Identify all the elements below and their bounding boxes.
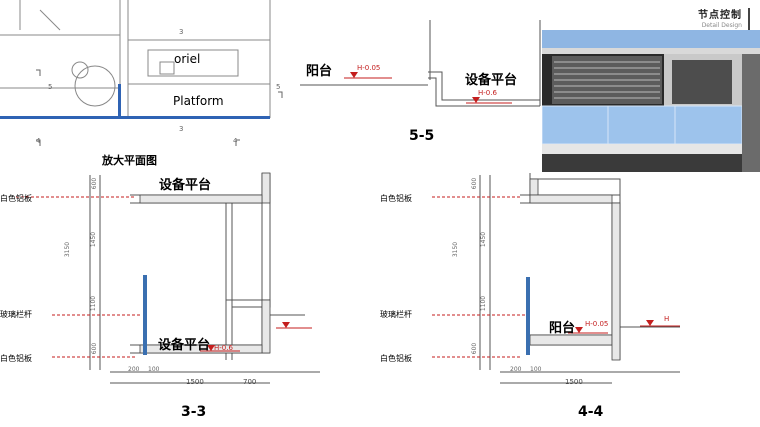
section-4-4-callout: 白色铝板 [380,194,412,203]
section-3-3-hdim-small: 200 [128,366,140,373]
section-4-4-balcony-label: 阳台 [549,321,576,336]
plan-num: 5 [48,83,53,91]
section-5-5-title: 5-5 [409,128,435,144]
section-5-5-drawing [300,20,541,107]
section-4-4-callout: 白色铝板 [380,354,412,363]
section-3-3-callout: 玻璃栏杆 [0,310,32,319]
section-3-3-vdim: 1100 [90,295,98,312]
section-3-3-hdim: 1500 [186,378,204,386]
plan-num: 3 [179,28,184,36]
section-3-3-platform-label: 设备平台 [158,338,211,353]
section-3-3-vdim: 600 [91,177,99,190]
section-3-3-vdim: 1450 [90,231,98,248]
section-4-4-hdim-small: 200 [510,366,522,373]
section-3-3-hdim-small: 100 [148,366,160,373]
section-3-3-hdim: 700 [243,378,257,386]
plan-label-platform: Platform [173,94,224,108]
section-5-5-platform-label: 设备平台 [465,73,518,88]
section-4-4-vdim: 3150 [452,241,460,258]
section-3-3-drawing [16,172,320,384]
plan-num: 3 [179,125,184,133]
section-3-3-vdim: 600 [91,342,99,355]
header-subtitle: Detail Design [701,22,742,29]
section-4-4-vdim: 600 [471,342,479,355]
section-3-3-callout: 白色铝板 [0,354,32,363]
header-bar [748,8,750,30]
section-3-3-callout: 白色铝板 [0,194,32,203]
plan-num: 4 [36,137,41,145]
section-4-4-vdim: 600 [471,177,479,190]
section-4-4-callout: 玻璃栏杆 [380,310,412,319]
section-3-3-platform-elev: H-0.6 [214,344,233,352]
section-4-4-right-elev: H [664,315,670,323]
plan-drawing [0,0,283,146]
section-3-3-title: 3-3 [181,404,207,420]
section-3-3-platform-label-top: 设备平台 [159,178,212,193]
section-4-4-drawing [432,173,680,384]
section-4-4-vdim: 1450 [480,231,488,248]
plan-label-oriel: oriel [174,52,201,66]
header-title: 节点控制 [698,10,742,21]
section-4-4-hdim-small: 100 [530,366,542,373]
section-4-4-balcony-elev: H-0.05 [585,320,609,328]
section-4-4-title: 4-4 [578,404,604,420]
section-5-5-balcony-elev: H-0.05 [357,64,381,72]
section-5-5-balcony-label: 阳台 [306,64,333,79]
plan-num: 5 [276,83,281,91]
plan-caption: 放大平面图 [102,154,157,167]
section-4-4-hdim: 1500 [565,378,583,386]
section-4-4-vdim: 1100 [480,295,488,312]
sheet-header: 节点控制 Detail Design [698,6,750,30]
section-5-5-platform-elev: H-0.6 [478,89,497,97]
plan-num: 4 [233,137,238,145]
section-3-3-vdim: 3150 [64,241,72,258]
facade-render-photo [542,30,760,172]
